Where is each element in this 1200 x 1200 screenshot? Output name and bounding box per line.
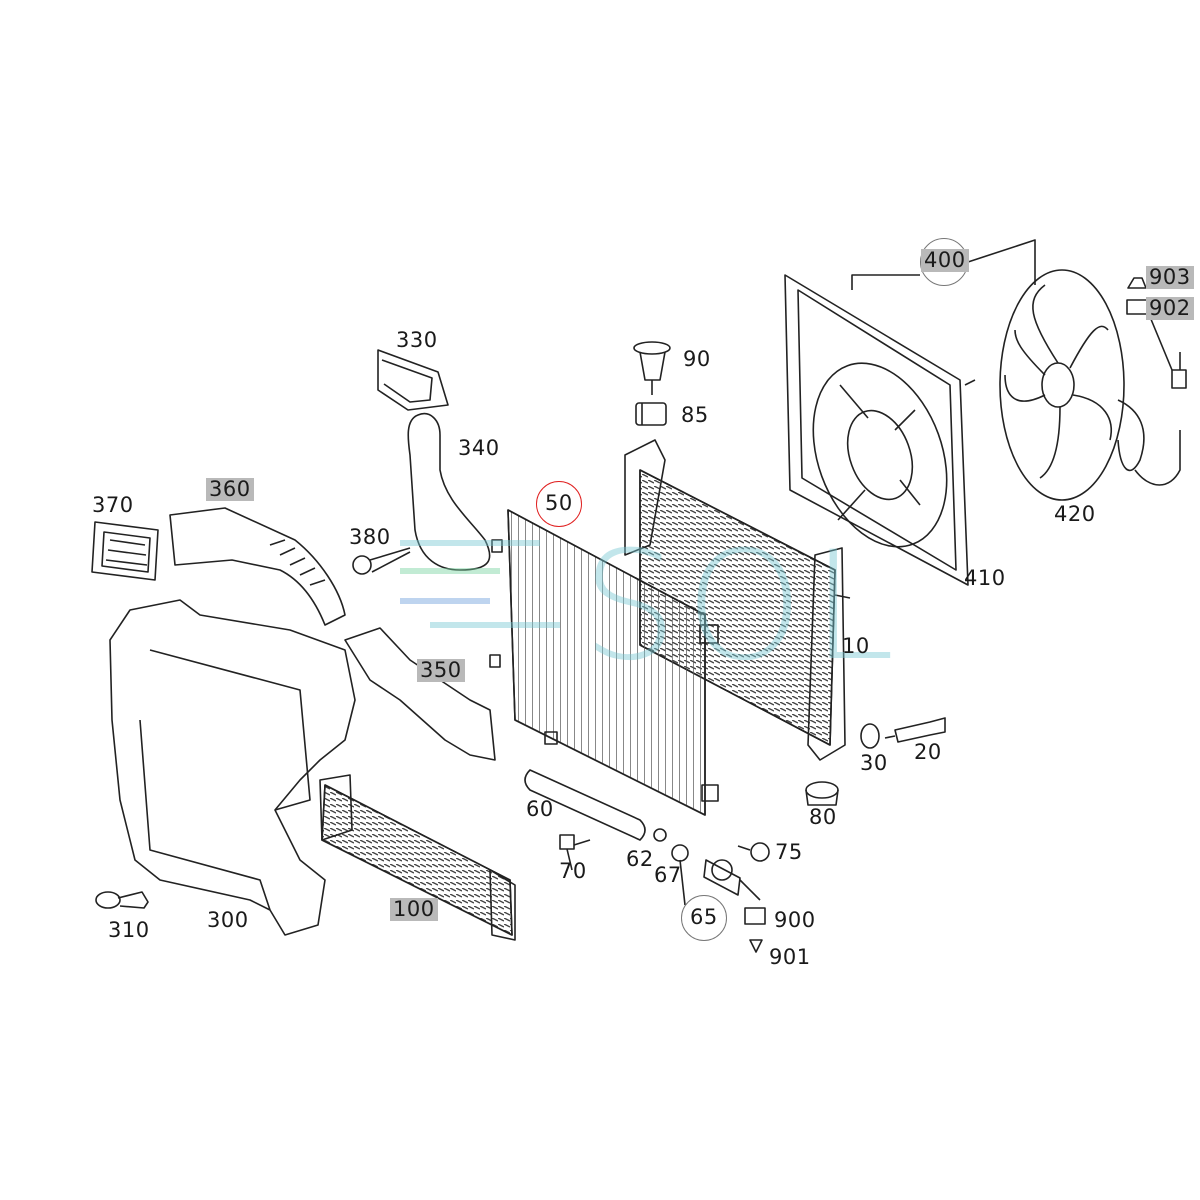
label-900[interactable]: 900 bbox=[774, 908, 816, 932]
label-360[interactable]: 360 bbox=[206, 478, 254, 501]
label-85[interactable]: 85 bbox=[681, 403, 709, 427]
fastener-310 bbox=[95, 891, 149, 909]
fan-420 bbox=[999, 269, 1187, 501]
label-901[interactable]: 901 bbox=[769, 945, 811, 969]
label-902[interactable]: 902 bbox=[1146, 297, 1194, 320]
label-70[interactable]: 70 bbox=[559, 859, 587, 883]
grille-370 bbox=[91, 521, 159, 581]
ring-62 bbox=[653, 828, 667, 842]
leader-900 bbox=[739, 879, 761, 901]
cap-80 bbox=[805, 781, 839, 806]
leader-400-left bbox=[851, 274, 920, 290]
label-410[interactable]: 410 bbox=[964, 566, 1006, 590]
label-50[interactable]: 50 bbox=[545, 491, 573, 515]
label-60[interactable]: 60 bbox=[526, 797, 554, 821]
part-903-shape bbox=[1127, 277, 1147, 289]
label-420[interactable]: 420 bbox=[1054, 502, 1096, 526]
watermark-logo bbox=[400, 540, 560, 640]
bracket-350 bbox=[344, 627, 496, 761]
label-67[interactable]: 67 bbox=[654, 863, 682, 887]
label-903[interactable]: 903 bbox=[1146, 266, 1194, 289]
label-300[interactable]: 300 bbox=[207, 908, 249, 932]
label-90[interactable]: 90 bbox=[683, 347, 711, 371]
leader-65 bbox=[679, 859, 686, 906]
hose-360 bbox=[169, 507, 346, 626]
duct-330 bbox=[377, 349, 449, 411]
label-340[interactable]: 340 bbox=[458, 436, 500, 460]
hose-340 bbox=[407, 413, 491, 571]
ring-selected-50 bbox=[536, 481, 582, 527]
bolt-70 bbox=[559, 834, 591, 871]
part-901-shape bbox=[749, 939, 763, 953]
label-80[interactable]: 80 bbox=[809, 805, 837, 829]
fan-shroud-410 bbox=[784, 274, 976, 586]
label-370[interactable]: 370 bbox=[92, 493, 134, 517]
label-100[interactable]: 100 bbox=[390, 898, 438, 921]
sensor-20 bbox=[884, 717, 946, 743]
clip-90 bbox=[633, 341, 671, 395]
label-20[interactable]: 20 bbox=[914, 740, 942, 764]
label-400[interactable]: 400 bbox=[921, 249, 969, 272]
label-10[interactable]: 10 bbox=[842, 634, 870, 658]
ring-30 bbox=[860, 723, 880, 749]
watermark: SOL bbox=[582, 520, 903, 694]
label-30[interactable]: 30 bbox=[860, 751, 888, 775]
sensor-65 bbox=[703, 859, 741, 896]
drier-60 bbox=[524, 769, 646, 841]
part-902-shape bbox=[1126, 299, 1148, 315]
label-62[interactable]: 62 bbox=[626, 847, 654, 871]
label-380[interactable]: 380 bbox=[349, 525, 391, 549]
mount-85 bbox=[635, 402, 667, 426]
label-330[interactable]: 330 bbox=[396, 328, 438, 352]
label-75[interactable]: 75 bbox=[775, 840, 803, 864]
intercooler-100 bbox=[319, 774, 516, 941]
leader-400-right bbox=[967, 239, 1036, 285]
ring-65 bbox=[681, 895, 727, 941]
ring-67 bbox=[671, 844, 689, 862]
label-310[interactable]: 310 bbox=[108, 918, 150, 942]
label-65[interactable]: 65 bbox=[690, 905, 718, 929]
screw-75 bbox=[737, 842, 770, 862]
frame-300 bbox=[109, 599, 356, 936]
condenser-50 bbox=[489, 509, 719, 816]
screw-380 bbox=[352, 547, 411, 575]
label-350[interactable]: 350 bbox=[417, 659, 465, 682]
part-900-shape bbox=[744, 907, 766, 925]
